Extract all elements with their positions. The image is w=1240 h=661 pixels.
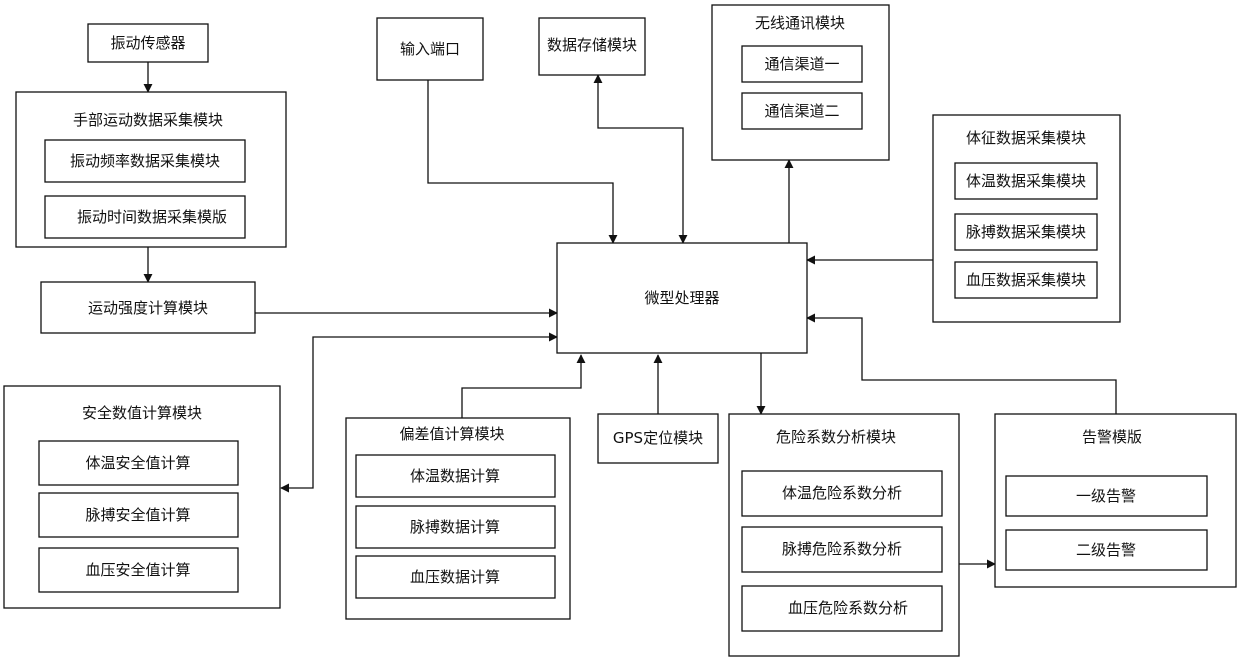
risk-item: 血压危险系数分析 bbox=[788, 599, 908, 617]
safety-item: 体温安全值计算 bbox=[85, 454, 190, 472]
deviation-item: 血压数据计算 bbox=[410, 568, 500, 586]
alarm-module: 告警模版 一级告警 二级告警 bbox=[995, 414, 1236, 587]
gps-module-node: GPS定位模块 bbox=[598, 414, 718, 463]
wireless-module: 无线通讯模块 通信渠道一 通信渠道二 bbox=[712, 5, 889, 160]
vital-signs-item: 体温数据采集模块 bbox=[966, 172, 1086, 190]
wireless-item: 通信渠道二 bbox=[764, 102, 839, 120]
safety-item: 血压安全值计算 bbox=[85, 561, 190, 579]
risk-item: 体温危险系数分析 bbox=[782, 484, 902, 502]
hand-motion-item: 振动时间数据采集模版 bbox=[77, 208, 227, 226]
hand-motion-module: 手部运动数据采集模块 振动频率数据采集模块 振动时间数据采集模版 bbox=[16, 92, 286, 247]
risk-analysis-module: 危险系数分析模块 体温危险系数分析 脉搏危险系数分析 血压危险系数分析 bbox=[729, 414, 959, 656]
data-storage-node: 数据存储模块 bbox=[539, 18, 645, 75]
deviation-module-title: 偏差值计算模块 bbox=[399, 425, 504, 443]
motion-intensity-label: 运动强度计算模块 bbox=[88, 299, 208, 317]
deviation-item: 体温数据计算 bbox=[410, 467, 500, 485]
safety-module-title: 安全数值计算模块 bbox=[82, 404, 202, 422]
risk-module-title: 危险系数分析模块 bbox=[776, 428, 896, 446]
vibration-sensor-node: 振动传感器 bbox=[88, 24, 208, 62]
microprocessor-label: 微型处理器 bbox=[644, 289, 719, 307]
input-port-node: 输入端口 bbox=[377, 18, 483, 80]
arrow-input-port-to-processor bbox=[428, 80, 613, 243]
vibration-sensor-label: 振动传感器 bbox=[110, 34, 185, 52]
data-storage-label: 数据存储模块 bbox=[547, 36, 637, 54]
safety-module: 安全数值计算模块 体温安全值计算 脉搏安全值计算 血压安全值计算 bbox=[4, 386, 280, 608]
gps-module-label: GPS定位模块 bbox=[613, 429, 703, 447]
vital-signs-module: 体征数据采集模块 体温数据采集模块 脉搏数据采集模块 血压数据采集模块 bbox=[933, 115, 1120, 322]
vital-signs-module-title: 体征数据采集模块 bbox=[966, 129, 1086, 147]
arrow-deviation-to-processor bbox=[462, 355, 581, 418]
alarm-item: 一级告警 bbox=[1076, 487, 1136, 505]
input-port-label: 输入端口 bbox=[400, 40, 460, 58]
microprocessor-node: 微型处理器 bbox=[557, 243, 807, 353]
deviation-module: 偏差值计算模块 体温数据计算 脉搏数据计算 血压数据计算 bbox=[346, 418, 570, 619]
alarm-module-title: 告警模版 bbox=[1082, 428, 1142, 446]
wireless-item: 通信渠道一 bbox=[764, 55, 839, 73]
arrow-processor-storage-bidirectional bbox=[598, 75, 683, 243]
motion-intensity-node: 运动强度计算模块 bbox=[41, 282, 255, 333]
wireless-module-title: 无线通讯模块 bbox=[755, 14, 845, 32]
vital-signs-item: 血压数据采集模块 bbox=[966, 271, 1086, 289]
deviation-item: 脉搏数据计算 bbox=[410, 518, 500, 536]
safety-item: 脉搏安全值计算 bbox=[85, 506, 190, 524]
hand-motion-item: 振动频率数据采集模块 bbox=[70, 152, 220, 170]
risk-item: 脉搏危险系数分析 bbox=[782, 540, 902, 558]
alarm-item: 二级告警 bbox=[1076, 541, 1136, 559]
arrow-alarm-to-processor bbox=[807, 318, 1116, 414]
vital-signs-item: 脉搏数据采集模块 bbox=[966, 223, 1086, 241]
hand-motion-module-title: 手部运动数据采集模块 bbox=[73, 111, 223, 129]
